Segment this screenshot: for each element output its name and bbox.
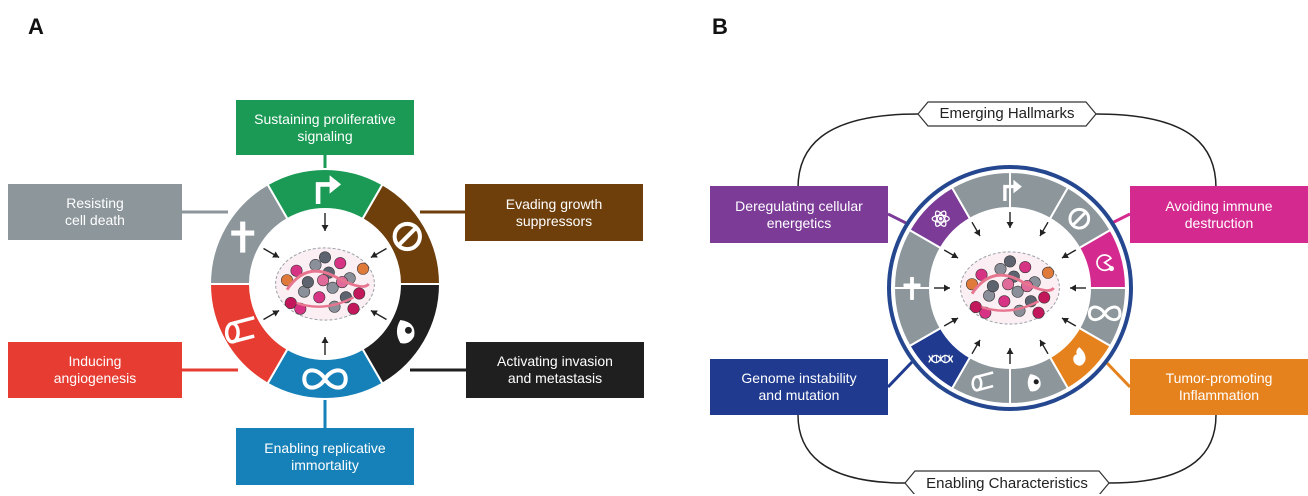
inward-arrow (971, 339, 981, 355)
infinity-icon (302, 368, 348, 390)
flame-icon (1073, 347, 1086, 366)
hallmark-label-resisting-cell-death: Resisting cell death (65, 195, 125, 228)
arrow-up-right-icon (315, 175, 342, 204)
inward-arrow (1006, 212, 1014, 228)
inward-arrow (943, 249, 959, 259)
inward-arrow (1039, 339, 1049, 355)
inward-arrow (370, 309, 387, 321)
ring-segment-immortality (266, 347, 384, 400)
blood-vessel-icon (224, 316, 255, 344)
inward-arrow (370, 247, 387, 259)
panel-a-letter: A (28, 14, 44, 39)
hallmark-box-resisting-cell-death: Resisting cell death (8, 184, 182, 240)
hallmark-box-growth-suppressors: Evading growth suppressors (465, 184, 643, 241)
hallmark-box-angiogenesis: Inducing angiogenesis (8, 342, 182, 398)
hallmark-label-cellular-energetics: Deregulating cellular energetics (735, 197, 863, 231)
prohibition-icon (1068, 207, 1091, 230)
infinity-icon (1087, 305, 1122, 322)
hallmark-label-genome-instability: Genome instability and mutation (741, 370, 857, 403)
ring-segment-proliferative (950, 170, 1011, 221)
emerging-hallmarks-title: Emerging Hallmarks (939, 104, 1075, 122)
migrating-cell-icon (396, 320, 415, 344)
inward-arrow (1006, 348, 1014, 364)
hallmark-box-invasion-metastasis: Activating invasion and metastasis (466, 342, 644, 398)
inward-arrow (321, 213, 329, 231)
ring-segment-immune (1077, 228, 1128, 289)
enabling-characteristics-frame (904, 470, 1110, 494)
ring-segment-death (892, 287, 943, 348)
inward-arrow (263, 309, 280, 321)
inward-arrow (1070, 284, 1086, 292)
ring-segment-angiogenesis (208, 283, 289, 385)
connector-genome (886, 360, 914, 389)
enabling-bracket-left (797, 414, 906, 484)
arrow-up-right-icon (1003, 179, 1022, 202)
inward-arrow (321, 337, 329, 355)
hallmark-label-immune-destruction: Avoiding immune destruction (1165, 197, 1273, 231)
blood-vessel-icon (971, 371, 994, 392)
migrating-cell-icon (1027, 374, 1041, 392)
emerging-bracket-left (797, 113, 919, 189)
ring-segment-growth (361, 183, 442, 285)
atom-icon (931, 210, 950, 227)
emerging-hallmarks-frame (917, 101, 1097, 127)
dna-icon (928, 354, 954, 364)
tumor-cluster-icon (960, 251, 1060, 325)
hallmark-label-tumor-inflammation: Tumor-promoting Inflammation (1165, 370, 1273, 403)
inward-arrow (971, 221, 981, 237)
inward-arrow (943, 317, 959, 327)
inward-arrow (263, 247, 280, 259)
enabling-bracket-right (1108, 414, 1217, 484)
enabling-characteristics-title: Enabling Characteristics (926, 474, 1088, 492)
hallmark-box-tumor-inflammation: Tumor-promoting Inflammation (1130, 359, 1308, 415)
cross-icon (231, 221, 255, 253)
hallmark-label-replicative-immortality: Enabling replicative immortality (264, 439, 386, 473)
hallmark-label-growth-suppressors: Evading growth suppressors (505, 195, 603, 229)
hallmark-box-proliferative-signaling: Sustaining proliferative signaling (236, 100, 414, 155)
tumor-cluster-icon (275, 247, 375, 321)
inward-arrow (934, 284, 950, 292)
inward-arrow (1061, 249, 1077, 259)
panel-b-letter: B (712, 14, 728, 39)
hallmark-box-replicative-immortality: Enabling replicative immortality (236, 428, 414, 485)
inward-arrow (1039, 221, 1049, 237)
prohibition-icon (392, 221, 422, 252)
hallmark-box-cellular-energetics: Deregulating cellular energetics (710, 186, 888, 243)
hallmark-label-proliferative-signaling: Sustaining proliferative signaling (254, 110, 396, 144)
panel-a-diagram (182, 155, 466, 428)
pacman-cell-icon (1096, 254, 1115, 272)
connector-inflammation (1104, 360, 1132, 389)
panel-b-diagram (797, 101, 1217, 494)
hallmark-label-angiogenesis: Inducing angiogenesis (53, 353, 137, 386)
hallmark-box-immune-destruction: Avoiding immune destruction (1130, 186, 1308, 243)
emerging-bracket-right (1095, 113, 1217, 189)
cross-icon (903, 276, 921, 300)
hallmark-box-genome-instability: Genome instability and mutation (710, 359, 888, 415)
hallmark-label-invasion-metastasis: Activating invasion and metastasis (497, 353, 613, 386)
inward-arrow (1061, 317, 1077, 327)
